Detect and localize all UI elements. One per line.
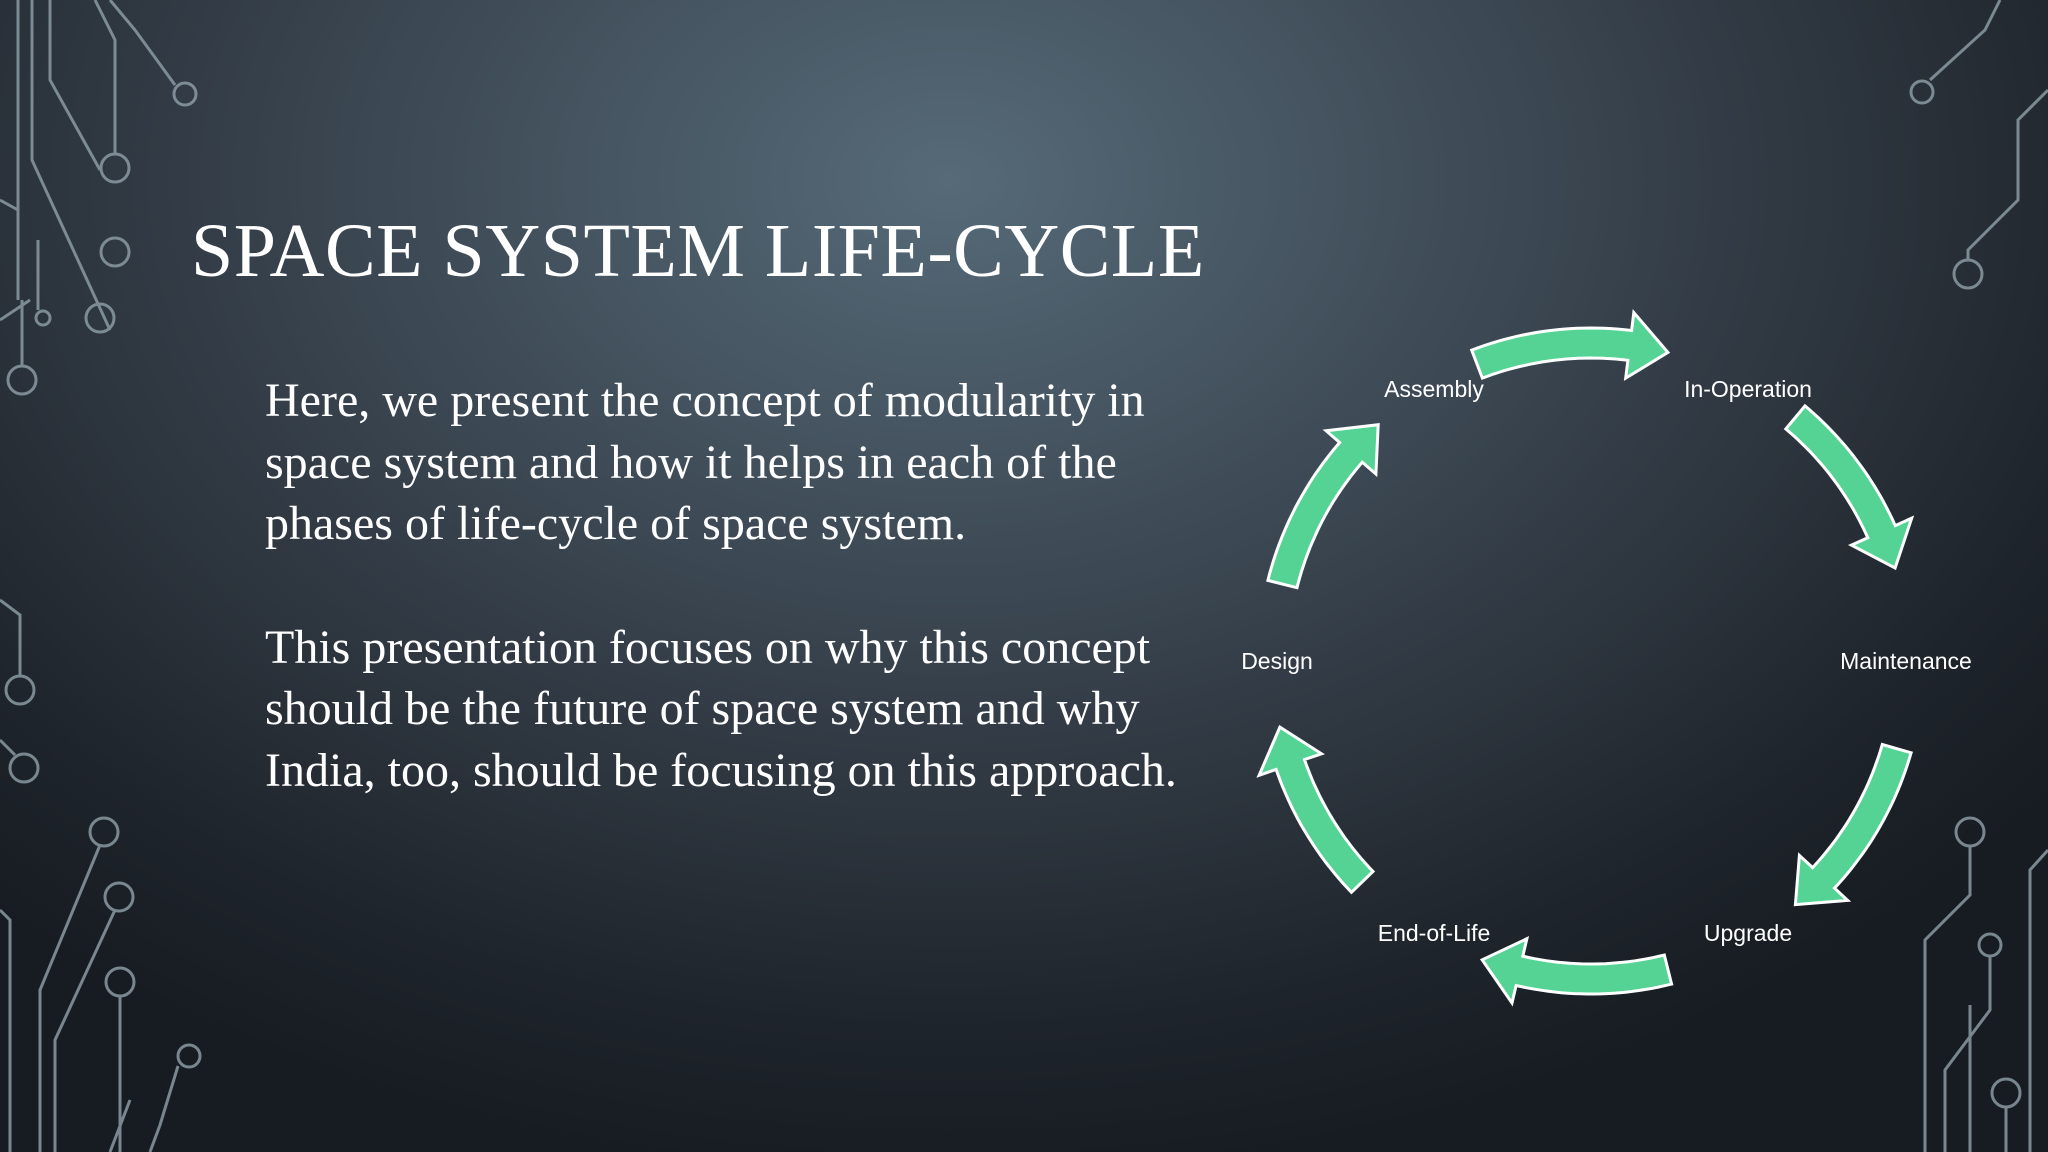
stage-label-end-of-life: End-of-Life	[1377, 920, 1491, 946]
cycle-arrow	[1266, 423, 1380, 590]
cycle-arrow	[1783, 403, 1915, 571]
stage-label-design: Design	[1241, 648, 1313, 674]
circuit-node	[99, 152, 131, 184]
circuit-trace	[53, 909, 117, 1152]
circuit-trace	[108, 1099, 132, 1152]
circuit-node	[1909, 79, 1935, 105]
circuit-node	[84, 302, 116, 334]
circuit-trace	[0, 908, 12, 1152]
circuit-trace	[148, 1065, 180, 1152]
circuit-node	[103, 881, 135, 913]
circuit-node	[8, 752, 40, 784]
circuit-trace	[0, 598, 22, 675]
circuit-trace	[48, 0, 102, 171]
slide-body: Here, we present the concept of modulari…	[265, 370, 1195, 863]
circuit-node	[1952, 258, 1984, 290]
circuit-trace	[93, 0, 117, 155]
circuit-trace	[30, 0, 112, 331]
circuit-trace	[0, 298, 31, 322]
circuit-trace	[1943, 956, 1992, 1152]
circuit-trace	[1928, 0, 2002, 82]
cycle-arrow	[1793, 742, 1913, 907]
body-paragraph: Here, we present the concept of modulari…	[265, 374, 1145, 550]
circuit-node	[34, 309, 52, 327]
circuit-node	[176, 1043, 202, 1069]
stage-label-maintenance: Maintenance	[1840, 648, 1972, 674]
cycle-arrow	[1469, 309, 1671, 381]
slide-title: SPACE SYSTEM LIFE-CYCLE	[191, 209, 1205, 293]
circuit-node	[4, 674, 36, 706]
cycle-arrow	[1479, 936, 1674, 1007]
circuit-node	[88, 816, 120, 848]
circuit-trace	[1923, 846, 1972, 1152]
circuit-trace	[38, 844, 102, 1152]
circuit-trace	[108, 0, 177, 86]
stage-label-upgrade: Upgrade	[1703, 920, 1793, 946]
circuit-node	[99, 236, 131, 268]
circuit-trace	[0, 738, 17, 757]
circuit-node	[104, 966, 136, 998]
stage-label-assembly: Assembly	[1384, 376, 1484, 402]
circuit-trace	[2028, 848, 2048, 1152]
cycle-arrow	[1256, 724, 1376, 895]
circuit-node	[172, 81, 198, 107]
circuit-trace	[0, 198, 19, 212]
stage-label-in-operation: In-Operation	[1684, 376, 1812, 402]
circuit-trace	[1966, 88, 2048, 260]
body-paragraph: This presentation focuses on why this co…	[265, 620, 1177, 797]
